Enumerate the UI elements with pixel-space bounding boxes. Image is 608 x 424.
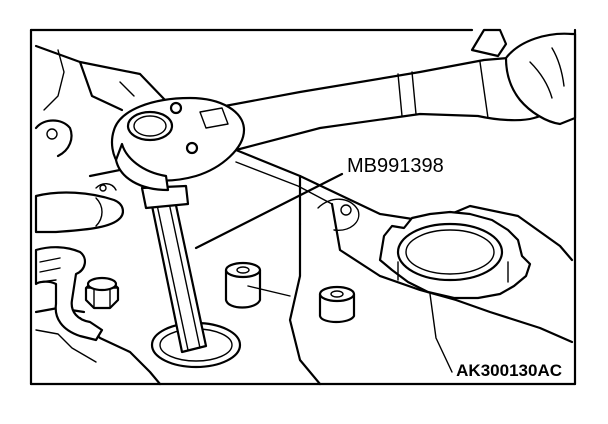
hand xyxy=(470,28,577,126)
left-bracket xyxy=(34,246,104,342)
socket-extension xyxy=(140,184,208,354)
figure-code: AK300130AC xyxy=(456,361,562,380)
ratchet-wrench xyxy=(110,56,563,192)
tool-callout: MB991398 xyxy=(194,155,444,250)
oil-filler-cap xyxy=(378,210,532,300)
tool-callout-label: MB991398 xyxy=(347,155,444,177)
hex-bolt xyxy=(84,276,120,310)
hose xyxy=(34,191,124,234)
